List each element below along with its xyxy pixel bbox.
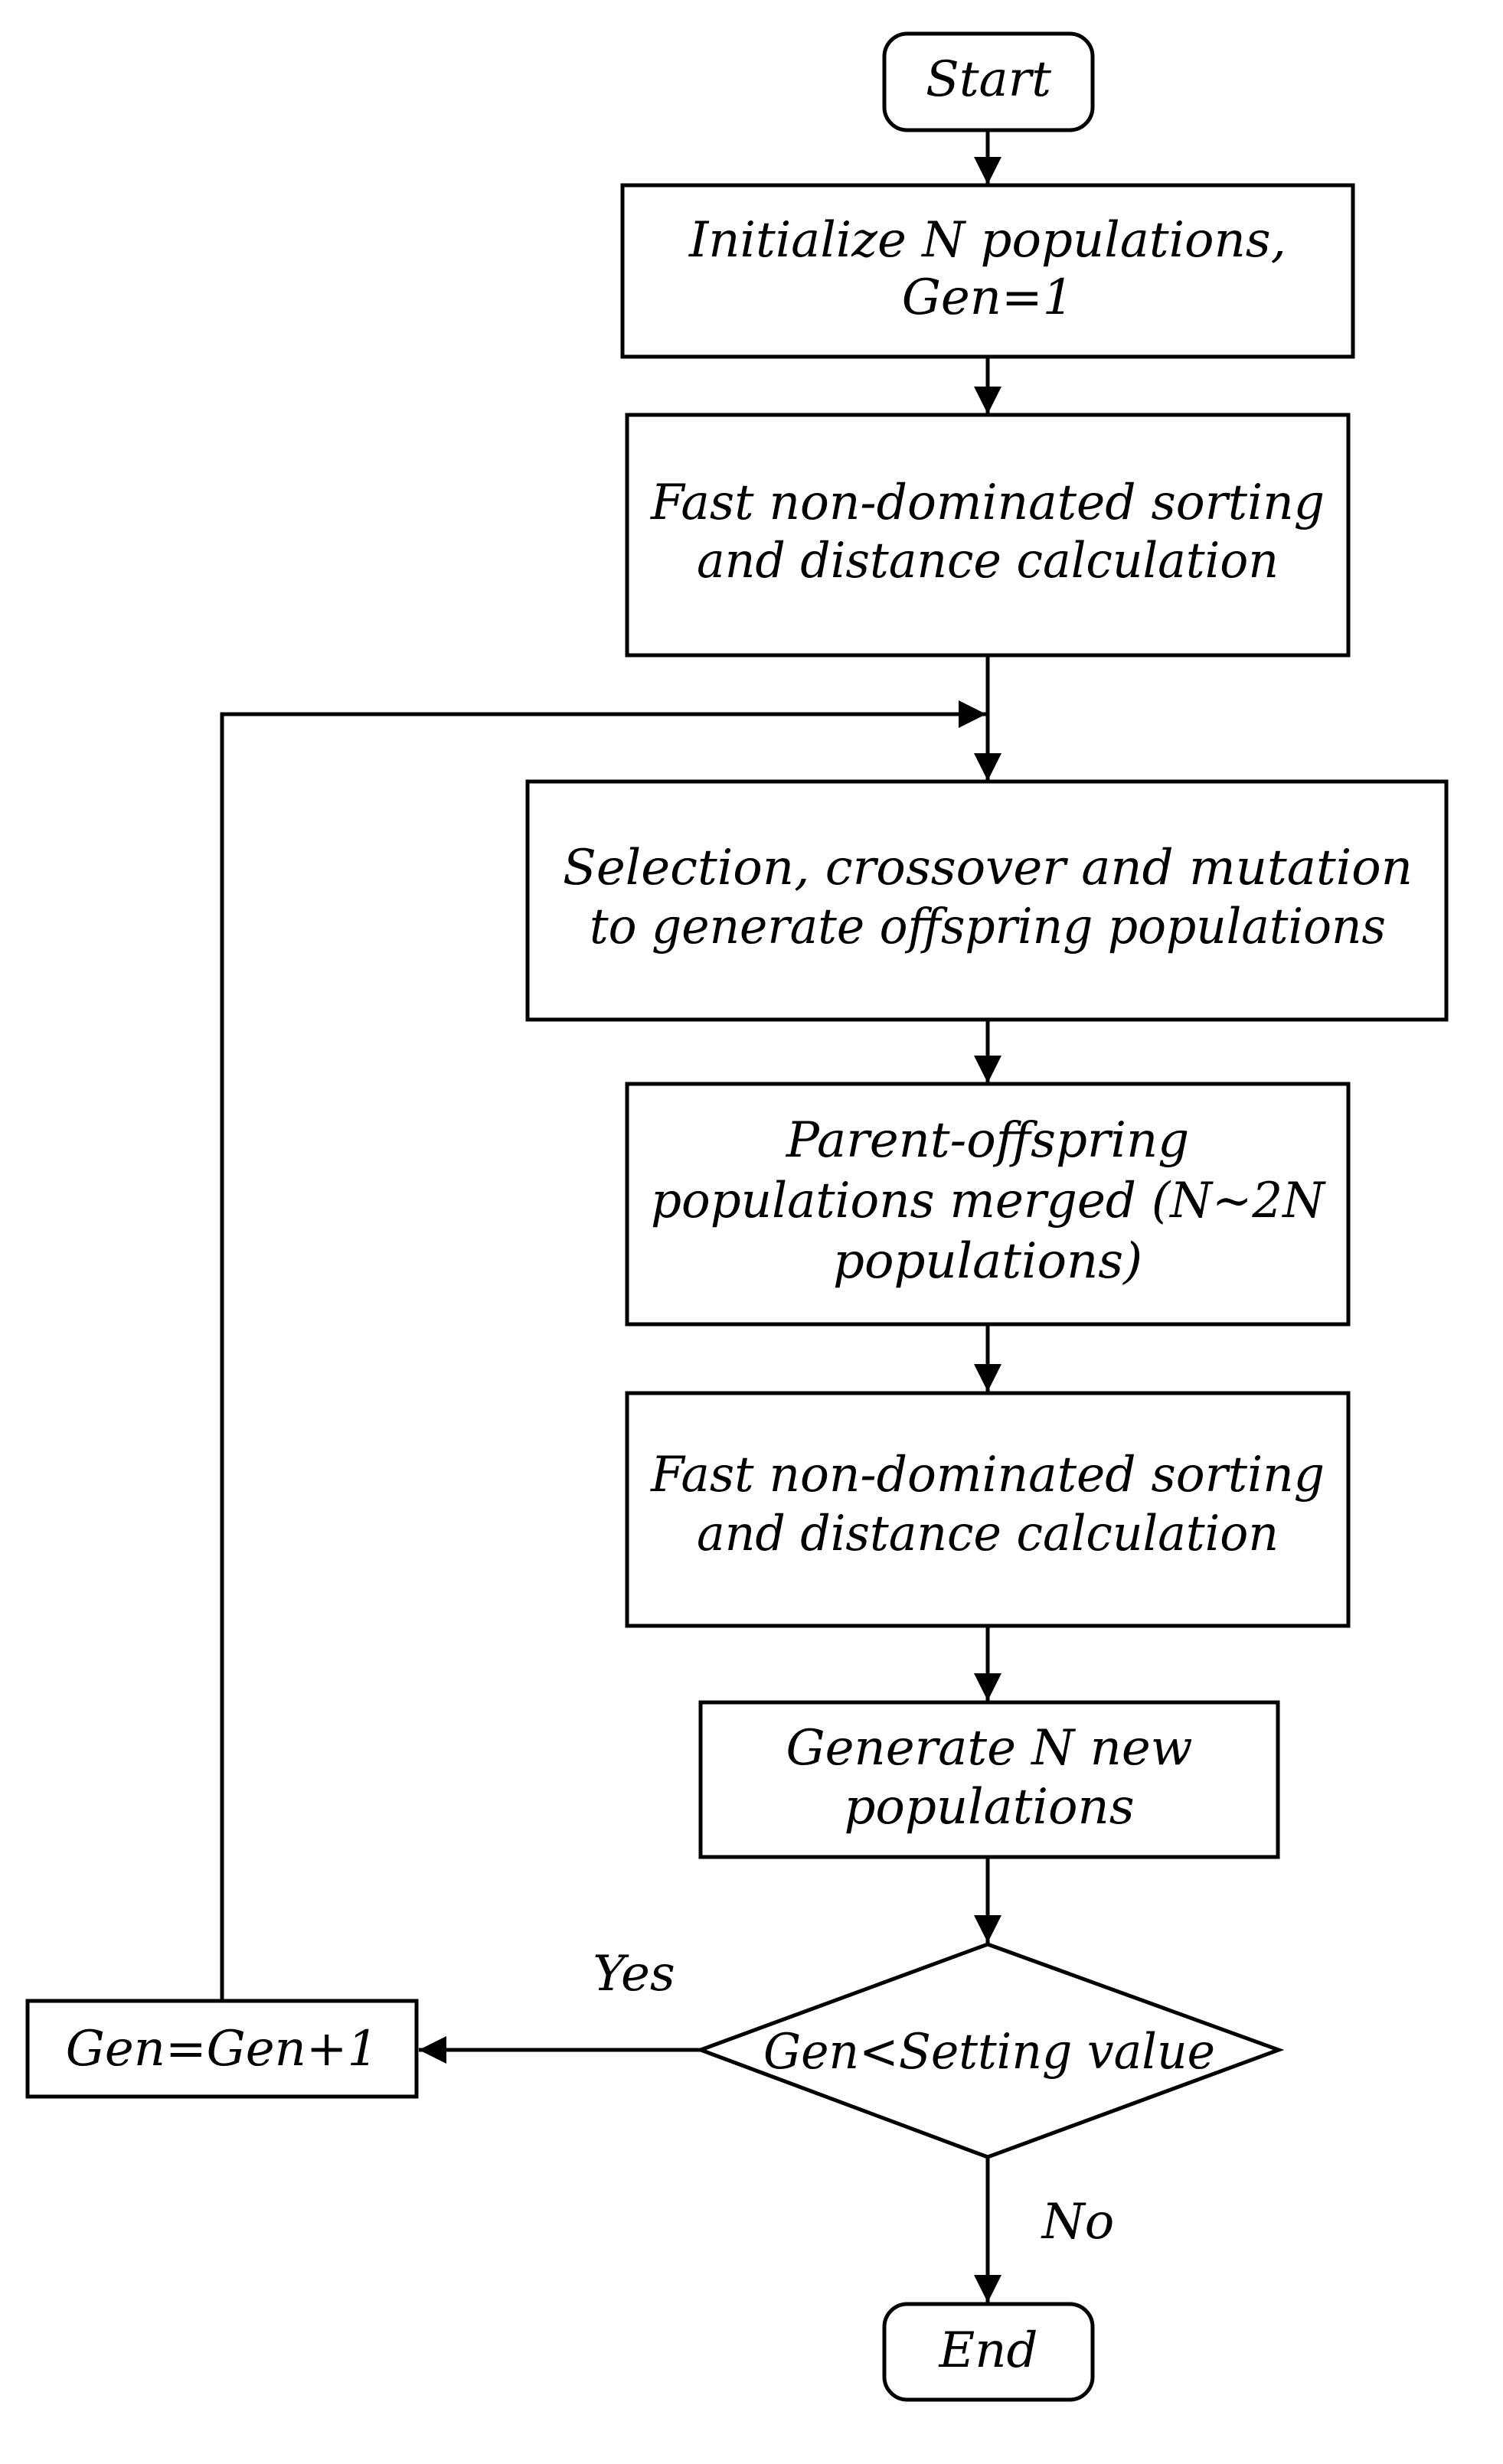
start-terminal-shape bbox=[882, 31, 1095, 132]
start-node: Start bbox=[882, 31, 1095, 132]
generate-node: Generate N new populations bbox=[698, 1700, 1280, 1859]
arrowhead-decision-to-end bbox=[974, 2275, 1001, 2302]
connectors bbox=[220, 130, 1001, 2302]
generate-label-line-1: Generate N new bbox=[786, 1720, 1193, 1777]
arrowhead-start-to-initialize bbox=[974, 157, 1001, 184]
arrowhead-selection-to-merge bbox=[974, 1056, 1001, 1083]
sort1-label-line-1: Fast non-dominated sorting bbox=[650, 475, 1325, 531]
arrowhead-merge-to-sort2 bbox=[974, 1364, 1001, 1392]
arrowhead-generate-to-decision bbox=[974, 1915, 1001, 1943]
end-label: End bbox=[939, 2322, 1038, 2379]
merge-node: Parent-offspring populations merged (N~2… bbox=[625, 1082, 1351, 1327]
generate-label-line-2: populations bbox=[844, 1779, 1134, 1836]
initialize-label-line-1: Initialize N populations, bbox=[688, 212, 1286, 269]
decision-label: Gen<Setting value bbox=[763, 2024, 1215, 2081]
sort1-label-line-2: and distance calculation bbox=[697, 533, 1279, 589]
arrowhead-decision-to-increment bbox=[419, 2036, 446, 2064]
merge-label-line-1: Parent-offspring bbox=[786, 1112, 1189, 1169]
arrowhead-sort1-to-selection bbox=[974, 753, 1001, 781]
increment-label: Gen=Gen+1 bbox=[66, 2021, 378, 2077]
selection-label-line-2: to generate offspring populations bbox=[590, 899, 1386, 955]
initialize-box bbox=[620, 183, 1355, 359]
generate-box bbox=[698, 1700, 1280, 1859]
arrowhead-loop-back bbox=[959, 700, 986, 728]
sort1-box bbox=[625, 413, 1351, 658]
merge-box bbox=[625, 1082, 1351, 1327]
selection-box bbox=[525, 779, 1449, 1022]
yes-label: Yes bbox=[593, 1946, 675, 2002]
end-terminal-shape bbox=[882, 2302, 1095, 2402]
merge-label-line-2: populations merged (N~2N bbox=[651, 1173, 1326, 1229]
arrowhead-sort2-to-generate bbox=[974, 1673, 1001, 1701]
initialize-label-line-2: Gen=1 bbox=[902, 269, 1074, 326]
selection-node: Selection, crossover and mutation to gen… bbox=[525, 779, 1449, 1022]
end-node: End bbox=[882, 2302, 1095, 2402]
increment-box bbox=[25, 1999, 419, 2099]
start-label: Start bbox=[926, 51, 1051, 108]
initialize-node: Initialize N populations, Gen=1 bbox=[620, 183, 1355, 359]
sort1-node: Fast non-dominated sorting and distance … bbox=[625, 413, 1351, 658]
sort2-label-line-2: and distance calculation bbox=[697, 1506, 1279, 1562]
arrow-loop-back bbox=[220, 712, 986, 2001]
decision-node: Gen<Setting value bbox=[694, 1942, 1285, 2159]
selection-label-line-1: Selection, crossover and mutation bbox=[563, 840, 1413, 896]
sort2-box bbox=[625, 1391, 1351, 1628]
merge-label-line-3: populations) bbox=[833, 1233, 1142, 1290]
sort2-label-line-1: Fast non-dominated sorting bbox=[650, 1447, 1325, 1503]
decision-diamond bbox=[694, 1942, 1285, 2159]
sort2-node: Fast non-dominated sorting and distance … bbox=[625, 1391, 1351, 1628]
no-label: No bbox=[1041, 2194, 1115, 2250]
arrowhead-initialize-to-sort1 bbox=[974, 387, 1001, 414]
increment-node: Gen=Gen+1 bbox=[25, 1999, 419, 2099]
